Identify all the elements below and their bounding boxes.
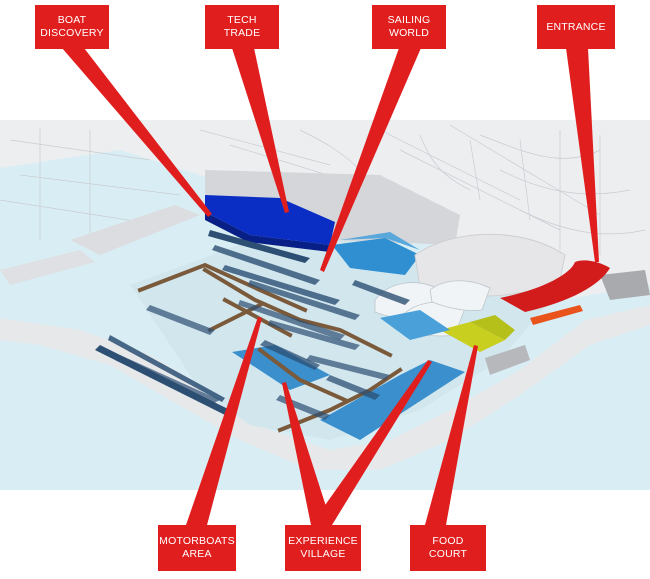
- label-text: ENTRANCE: [546, 21, 605, 34]
- label-text: TECH: [227, 14, 256, 27]
- label-motorboats-area[interactable]: MOTORBOATS AREA: [158, 525, 236, 571]
- label-food-court[interactable]: FOOD COURT: [410, 525, 486, 571]
- label-text: AREA: [182, 548, 211, 561]
- label-sailing-world[interactable]: SAILING WORLD: [372, 5, 446, 49]
- label-text: BOAT: [58, 14, 87, 27]
- label-boat-discovery[interactable]: BOAT DISCOVERY: [35, 5, 109, 49]
- label-entrance[interactable]: ENTRANCE: [537, 5, 615, 49]
- label-experience-village[interactable]: EXPERIENCE VILLAGE: [285, 525, 361, 571]
- label-text: MOTORBOATS: [159, 535, 235, 548]
- label-text: WORLD: [389, 27, 429, 40]
- label-text: COURT: [429, 548, 467, 561]
- label-text: EXPERIENCE: [288, 535, 358, 548]
- label-text: SAILING: [388, 14, 431, 27]
- label-text: VILLAGE: [300, 548, 345, 561]
- label-text: FOOD: [432, 535, 463, 548]
- label-tech-trade[interactable]: TECH TRADE: [205, 5, 279, 49]
- label-text: DISCOVERY: [40, 27, 103, 40]
- label-text: TRADE: [224, 27, 261, 40]
